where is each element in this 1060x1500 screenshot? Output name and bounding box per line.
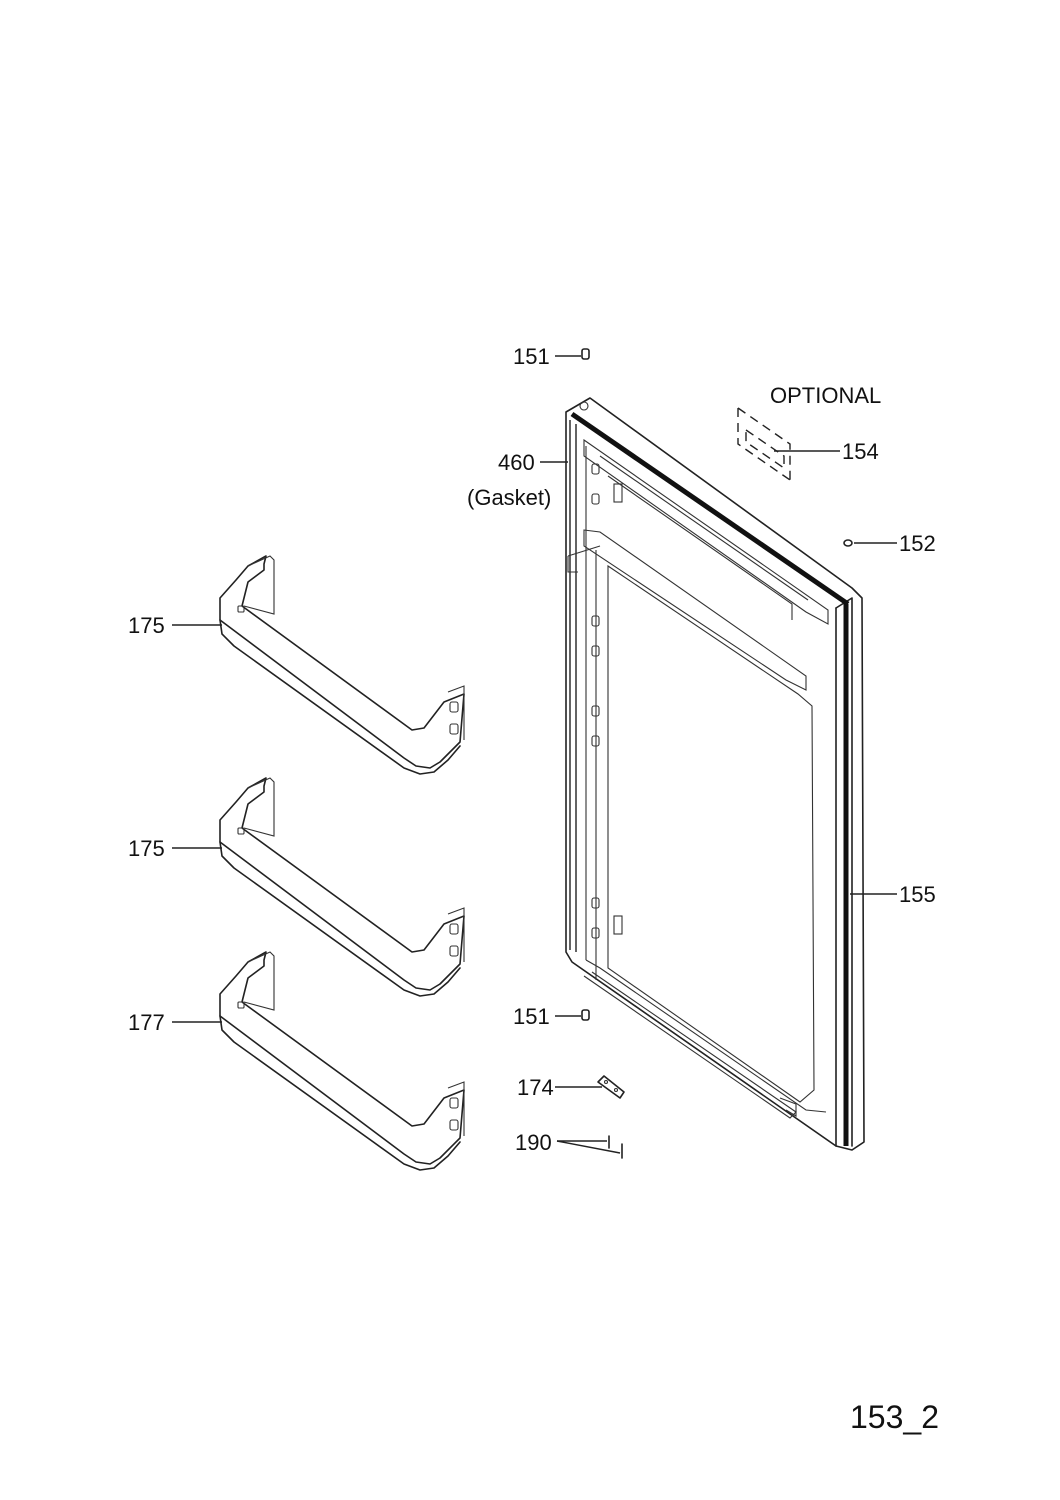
callout-152: 152 xyxy=(899,531,936,556)
callout-460: 460 xyxy=(498,450,535,475)
hinge-bushing-151-bottom xyxy=(581,1009,590,1021)
callout-190: 190 xyxy=(515,1130,552,1155)
callout-155: 155 xyxy=(899,882,936,907)
callout-175-lower: 175 xyxy=(128,836,165,861)
shelf-studs xyxy=(591,463,600,939)
door-bin-175-upper xyxy=(219,555,465,775)
callout-175-upper: 175 xyxy=(128,613,165,638)
callout-174: 174 xyxy=(517,1075,554,1100)
callout-151-bottom: 151 xyxy=(513,1004,550,1029)
hinge-bushing-151-top xyxy=(581,348,590,360)
door-bin-175-lower xyxy=(219,777,465,997)
door-bin-177 xyxy=(219,951,465,1171)
figure-id: 153_2 xyxy=(850,1399,939,1435)
callout-177: 177 xyxy=(128,1010,165,1035)
callout-151-top: 151 xyxy=(513,344,550,369)
optional-part-154 xyxy=(737,407,791,481)
gasket-strip-top xyxy=(570,411,850,607)
callout-154: 154 xyxy=(842,439,879,464)
optional-label: OPTIONAL xyxy=(770,383,881,408)
leader-lines xyxy=(172,355,897,1154)
screws-190 xyxy=(608,1135,623,1159)
callout-460-note: (Gasket) xyxy=(467,485,551,510)
door-assembly xyxy=(565,397,865,1151)
hinge-bracket-174 xyxy=(597,1075,625,1099)
plug-152 xyxy=(843,539,853,547)
